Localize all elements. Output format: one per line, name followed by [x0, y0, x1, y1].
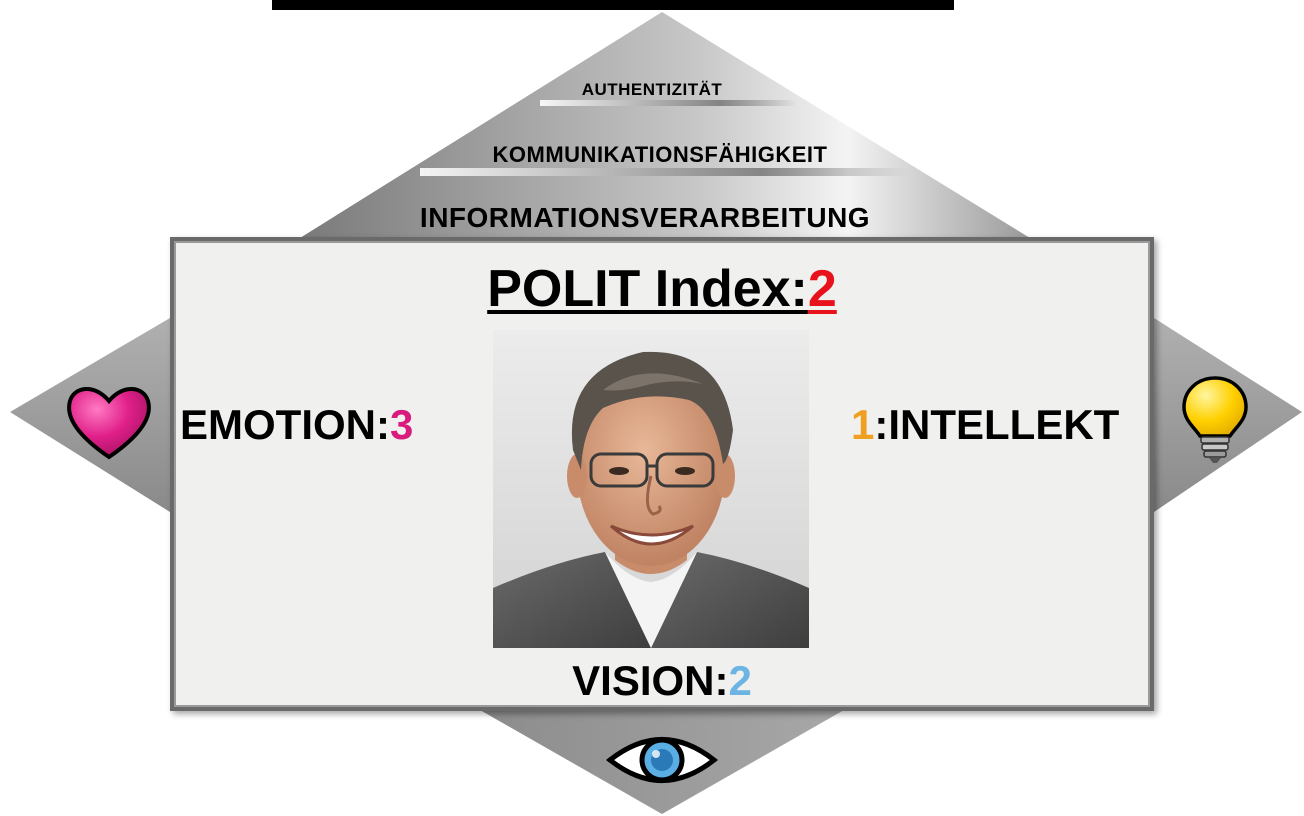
heart-icon — [67, 387, 151, 460]
emotion-value: 3 — [389, 401, 414, 448]
vision-metric: VISION:2 — [174, 657, 1150, 705]
intellekt-value: 1 — [851, 401, 875, 448]
emotion-label: EMOTION: — [180, 401, 390, 448]
intellekt-metric: 1:INTELLEKT — [851, 401, 1119, 449]
vision-value: 2 — [728, 657, 752, 704]
vision-label: VISION: — [572, 657, 729, 704]
lightbulb-icon — [1182, 376, 1248, 463]
eye-icon — [606, 737, 718, 783]
polit-index-value: 2 — [807, 260, 837, 318]
pyramid-level-kommunikation: KOMMUNIKATIONSFÄHIGKEIT — [492, 142, 828, 167]
intellekt-label: :INTELLEKT — [874, 401, 1120, 448]
ribbon-1 — [540, 100, 798, 106]
top-bar — [272, 0, 954, 10]
emotion-metric: EMOTION:3 — [180, 401, 413, 449]
pyramid-level-informationsverarbeitung: INFORMATIONSVERARBEITUNG — [419, 202, 871, 233]
polit-index-title: POLIT Index:2 — [174, 259, 1150, 319]
pyramid-level-authentizitaet: AUTHENTIZITÄT — [581, 80, 723, 99]
polit-index-label: POLIT Index: — [487, 260, 808, 318]
ribbon-2 — [420, 168, 908, 176]
main-card: POLIT Index:2 — [170, 237, 1154, 711]
portrait-photo — [493, 330, 809, 648]
pyramid-top — [300, 12, 1030, 238]
